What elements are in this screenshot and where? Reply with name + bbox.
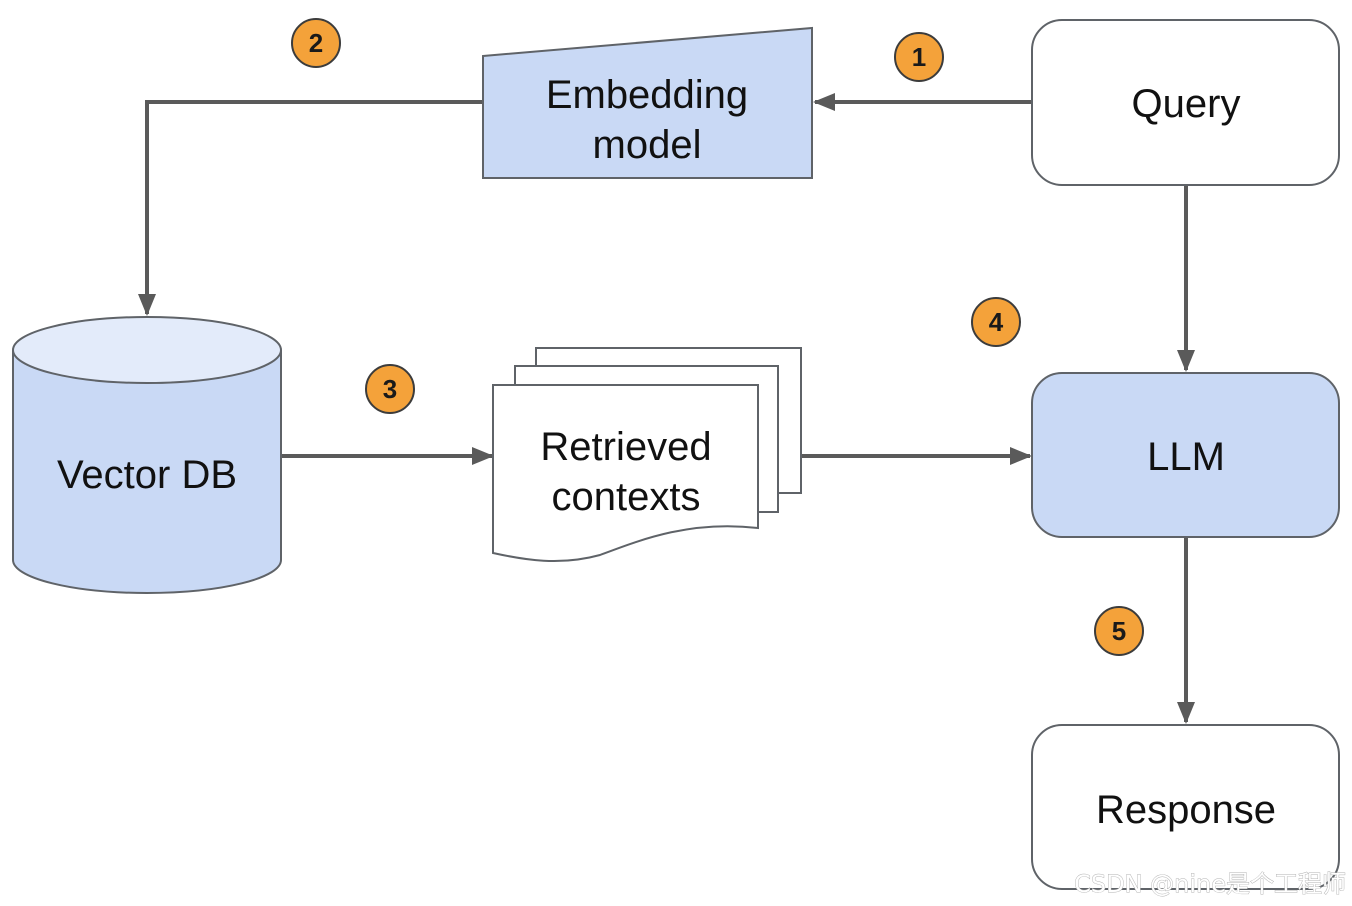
svg-text:2: 2 <box>309 28 323 58</box>
step-badge-1: 1 <box>894 32 944 82</box>
svg-text:1: 1 <box>912 42 926 72</box>
node-vector-db-label: Vector DB <box>57 453 237 497</box>
node-llm: LLM <box>1031 372 1340 538</box>
node-query: Query <box>1031 19 1340 186</box>
node-response-label: Response <box>1096 788 1276 832</box>
node-query-label: Query <box>1132 82 1241 126</box>
node-embedding-model-label-line1: Embedding <box>546 73 748 117</box>
step-badge-2: 2 <box>291 18 341 68</box>
svg-text:3: 3 <box>383 374 397 404</box>
watermark: CSDN @nine是个工程师 <box>1074 870 1346 898</box>
node-embedding-model-label-line2: model <box>593 123 702 167</box>
node-embedding-model: Embedding model <box>482 26 813 179</box>
node-retrieved-contexts-label-line2: contexts <box>552 475 701 519</box>
edges <box>138 93 1195 724</box>
node-llm-label: LLM <box>1147 435 1225 479</box>
node-retrieved-contexts-label-line1: Retrieved <box>540 425 711 469</box>
node-retrieved-contexts: Retrieved contexts <box>492 347 802 563</box>
node-vector-db: Vector DB <box>12 316 282 594</box>
step-badge-3: 3 <box>365 364 415 414</box>
step-badge-4: 4 <box>971 297 1021 347</box>
document-front <box>492 384 759 563</box>
step-badge-5: 5 <box>1094 606 1144 656</box>
edge-embedding-to-vectordb <box>138 100 483 316</box>
svg-text:5: 5 <box>1112 616 1126 646</box>
svg-text:4: 4 <box>989 307 1004 337</box>
step-badges: 1 2 3 4 5 <box>291 18 1144 656</box>
node-response: Response <box>1031 724 1340 890</box>
